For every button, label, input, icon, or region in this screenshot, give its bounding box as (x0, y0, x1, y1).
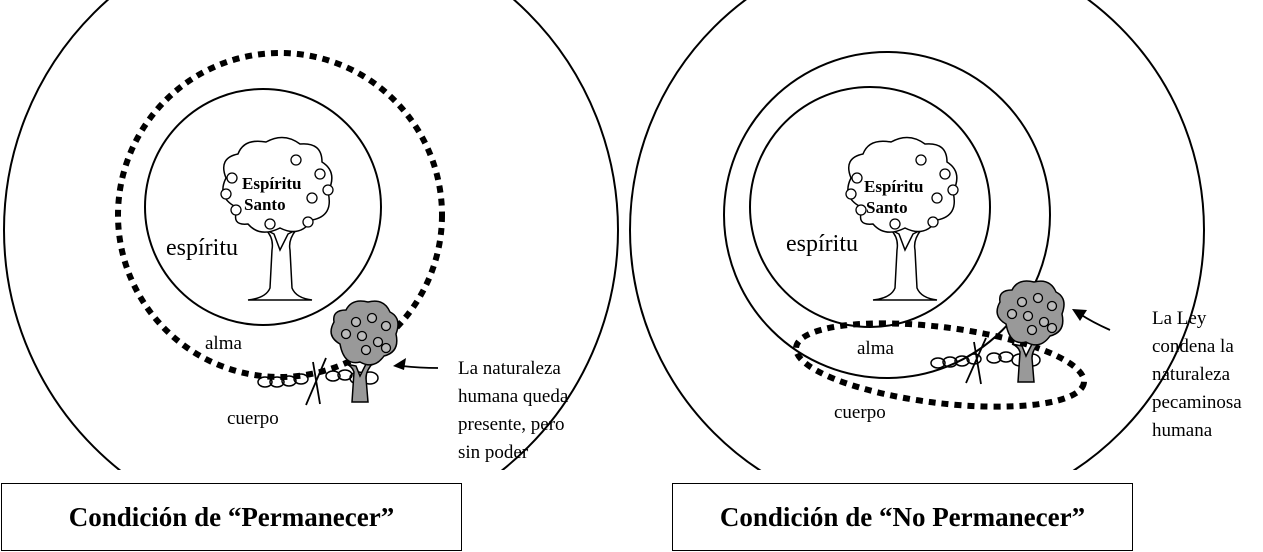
left-tree-label-line1: Espíritu (242, 174, 302, 193)
left-spirit-circle (144, 88, 382, 326)
left-tree-label-line2: Santo (244, 195, 286, 214)
left-spirit-label: espíritu (166, 235, 238, 261)
right-spirit-label: espíritu (786, 231, 858, 257)
right-tree-label-line1: Espíritu (864, 177, 924, 196)
diagram-canvas: Espíritu Santo espíritu alma cuerpo (3, 0, 1242, 470)
right-dotted-ellipse (793, 320, 1087, 410)
right-body-circle (629, 0, 1205, 470)
right-annotation-line5: humana (1152, 420, 1213, 441)
left-body-label: cuerpo (227, 408, 279, 429)
left-diagram: Espíritu Santo espíritu alma cuerpo (3, 0, 619, 470)
right-tree-label-line2: Santo (866, 198, 908, 217)
right-soul-circle (723, 51, 1051, 379)
right-annotation-line2: condena la (1152, 336, 1234, 357)
right-caption: Condición de “No Permanecer” (719, 501, 1086, 532)
left-caption: Condición de “Permanecer” (68, 501, 395, 532)
right-soul-label: alma (857, 338, 894, 359)
right-body-label: cuerpo (834, 402, 886, 423)
right-annotation-line4: pecaminosa (1152, 392, 1242, 413)
right-caption-box: Condición de “No Permanecer” (672, 483, 1133, 551)
left-annotation-line3: presente, pero (458, 414, 565, 435)
right-spirit-tree-icon (845, 136, 959, 301)
right-spirit-circle (749, 86, 991, 328)
left-annotation-line2: humana queda (458, 386, 569, 407)
right-diagram: Espíritu Santo espíritu alma cuerpo (629, 0, 1242, 470)
left-caption-box: Condición de “Permanecer” (1, 483, 462, 551)
left-annotation-line4: sin poder (458, 442, 529, 463)
right-sin-tree-icon (996, 280, 1065, 383)
left-sin-tree-icon (330, 300, 399, 403)
left-soul-label: alma (205, 333, 242, 354)
right-annotation-line3: naturaleza (1152, 364, 1231, 385)
left-body-circle (3, 0, 619, 470)
left-spirit-tree-icon (220, 136, 334, 301)
left-annotation-line1: La naturaleza (458, 358, 561, 379)
right-annotation-arrow (1072, 309, 1111, 331)
left-soul-dotted-circle (115, 50, 445, 380)
right-annotation-line1: La Ley (1152, 308, 1207, 329)
left-annotation-arrow (393, 358, 439, 370)
